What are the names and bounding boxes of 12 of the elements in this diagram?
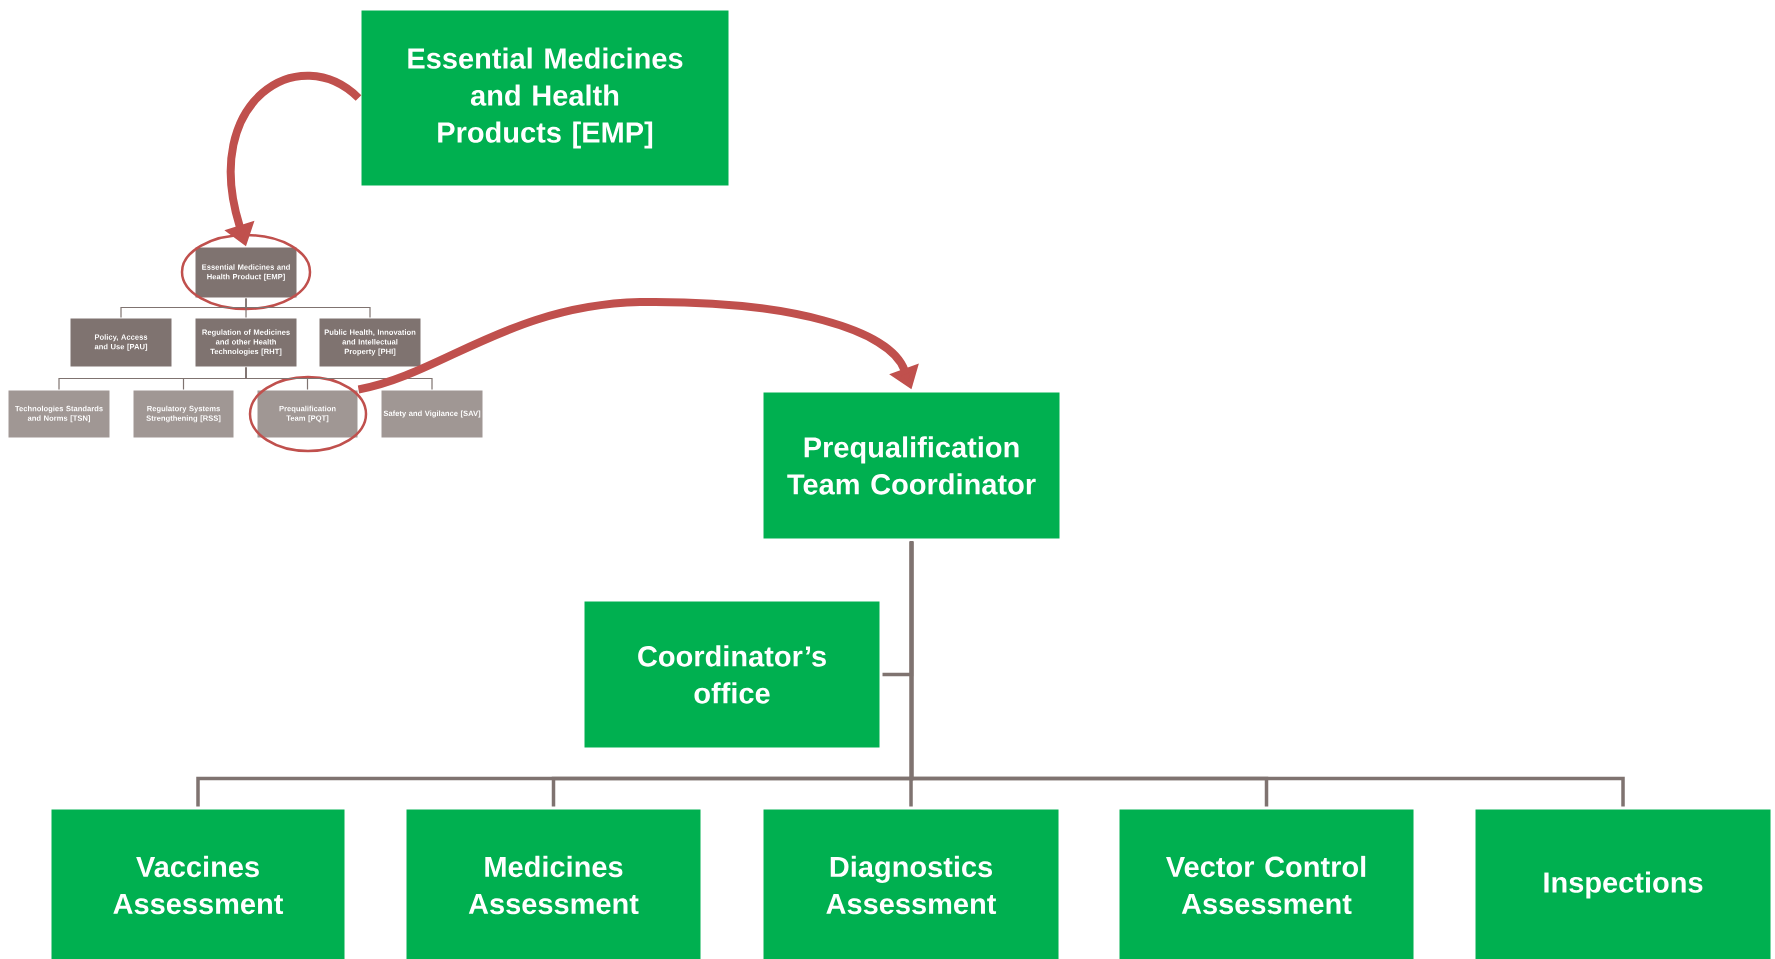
unit-box: Medicines Assessment xyxy=(403,806,704,959)
unit-box: Vector Control Assessment xyxy=(1116,806,1417,959)
connector-line xyxy=(245,366,433,391)
unit-box: Prequalification Team Coordinator xyxy=(760,389,1063,542)
unit-box: Essential Medicines and Health Products [EMP] xyxy=(358,7,732,189)
unit-box: Diagnostics Assessment xyxy=(760,806,1062,959)
unit-box: Inspections xyxy=(1472,806,1774,959)
connector-line xyxy=(245,297,371,319)
unit-box: Vaccines Assessment xyxy=(48,806,348,959)
unit-box: Coordinator’s office xyxy=(581,598,883,751)
connector-line xyxy=(909,541,1625,807)
curved-arrow xyxy=(357,298,919,394)
